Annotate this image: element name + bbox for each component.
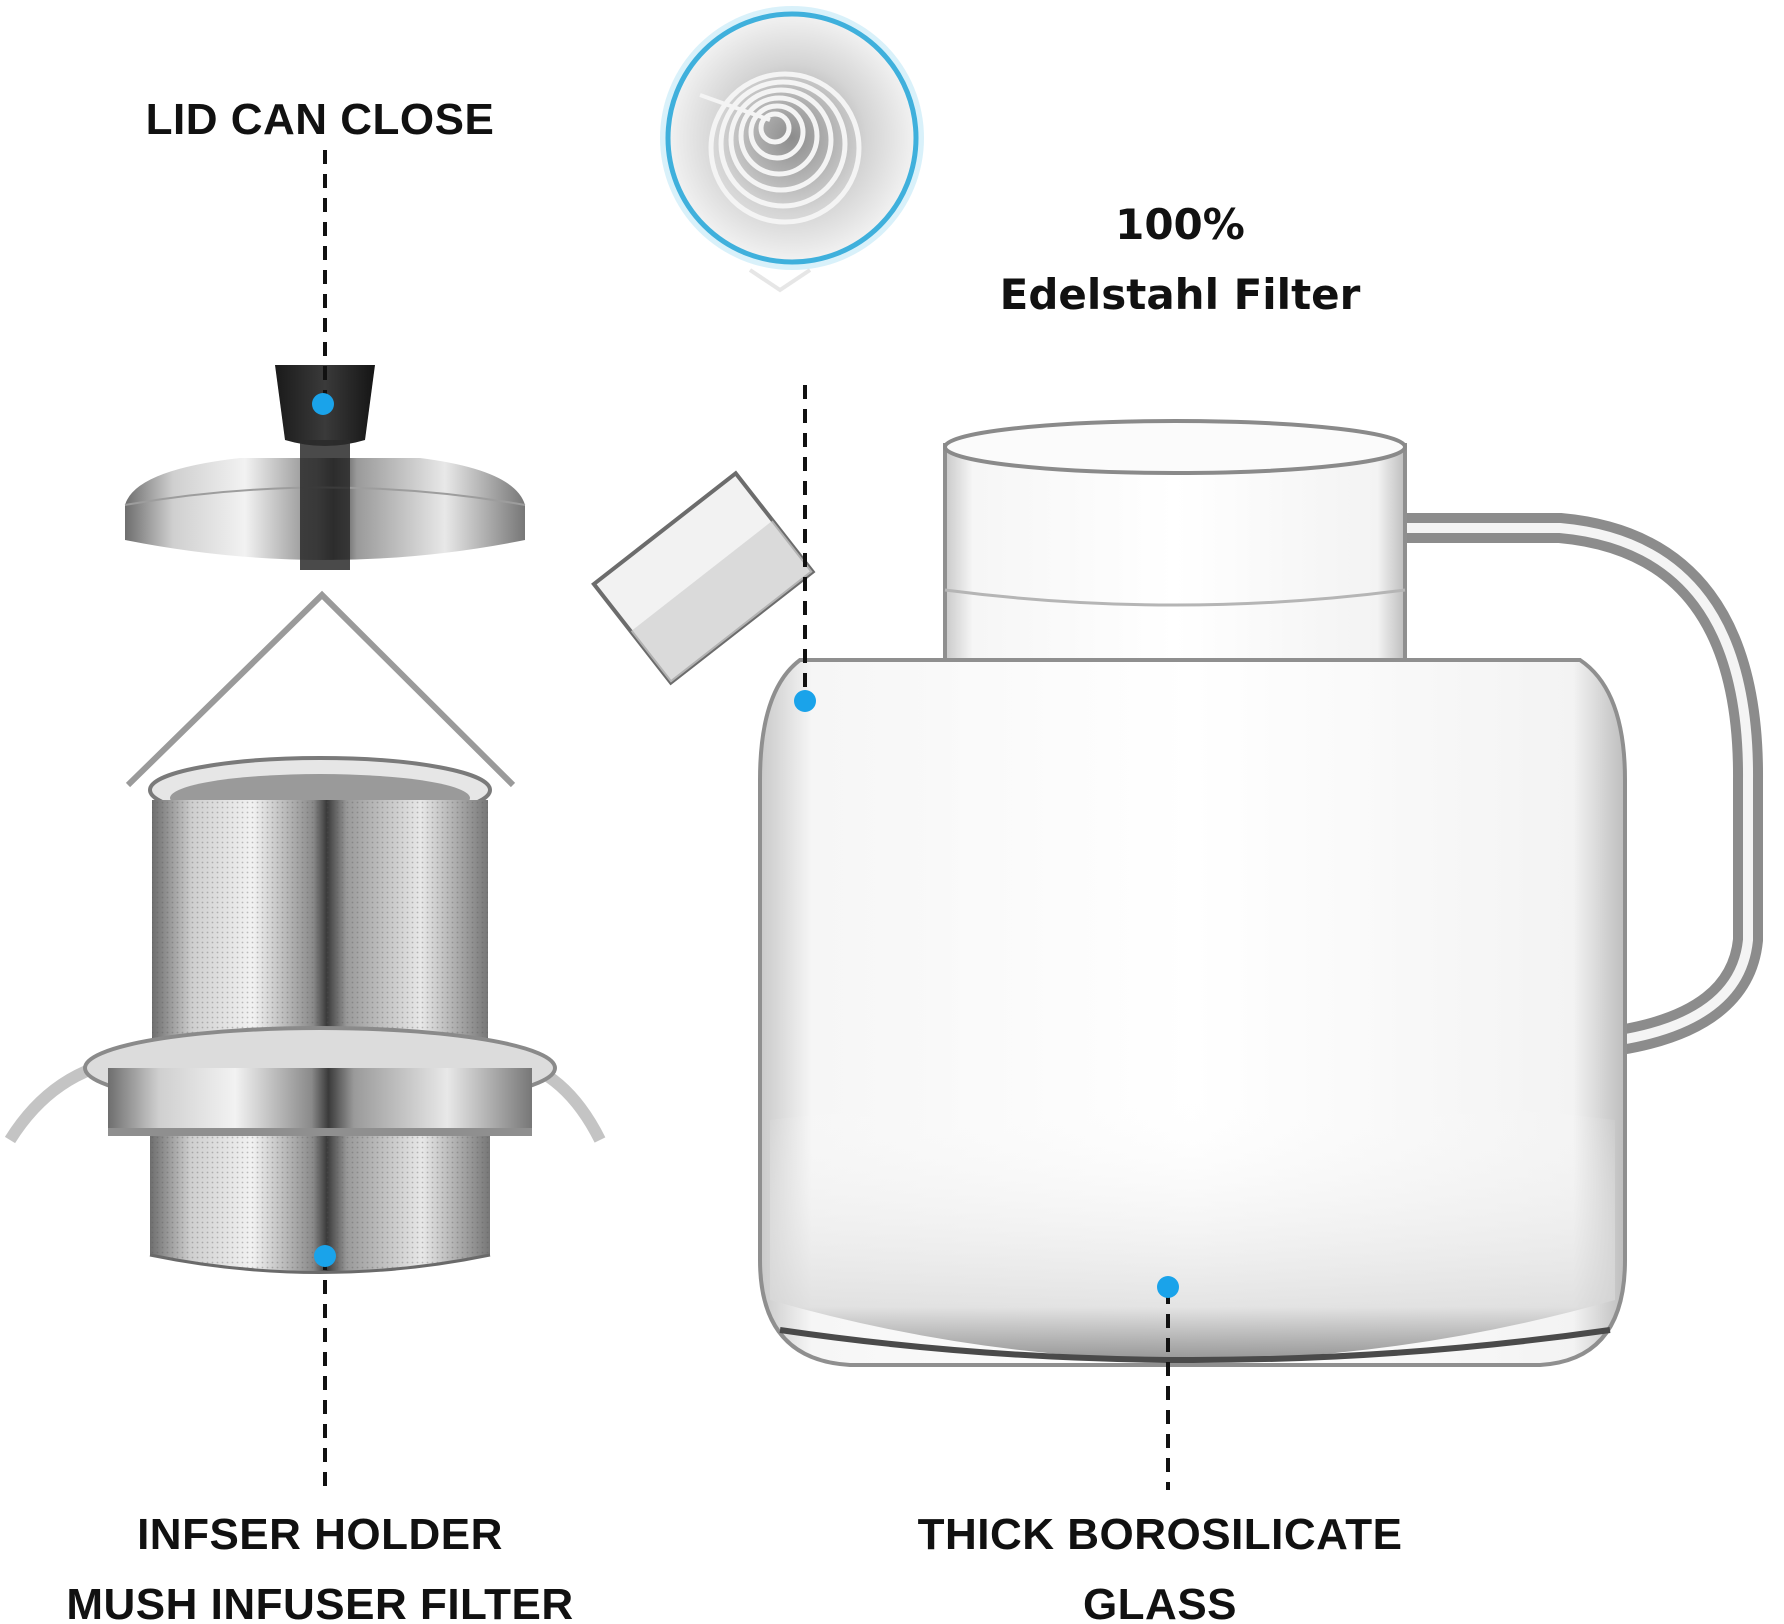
filter-marker-dot [794,690,816,712]
glass-callout-label: THICK BOROSILICATE GLASS [860,1500,1460,1624]
infuser-callout-label: INFSER HOLDER MUSH INFUSER FILTER [0,1500,640,1624]
infuser-marker-dot [314,1245,336,1267]
glass-marker-dot [1157,1276,1179,1298]
infuser-group [4,590,606,1274]
lid-group [124,365,526,570]
glass-callout-line2: GLASS [1082,1580,1238,1624]
filter-callout-line2: Edelstahl Filter [999,270,1361,319]
callout-lines [323,150,1170,1490]
infuser-callout-line2: MUSH INFUSER FILTER [66,1580,574,1624]
lid-callout-text: LID CAN CLOSE [145,95,495,144]
lid-marker-dot [312,393,334,415]
filter-callout-line1: 100% [1115,200,1245,249]
filter-callout-label: 100% Edelstahl Filter [960,190,1400,330]
teapot-group [591,419,1764,1367]
lid-callout-label: LID CAN CLOSE [80,85,560,155]
infuser-callout-line1: INFSER HOLDER [137,1510,503,1559]
spiral-filter-inset [660,6,924,293]
glass-callout-line1: THICK BOROSILICATE [917,1510,1403,1559]
